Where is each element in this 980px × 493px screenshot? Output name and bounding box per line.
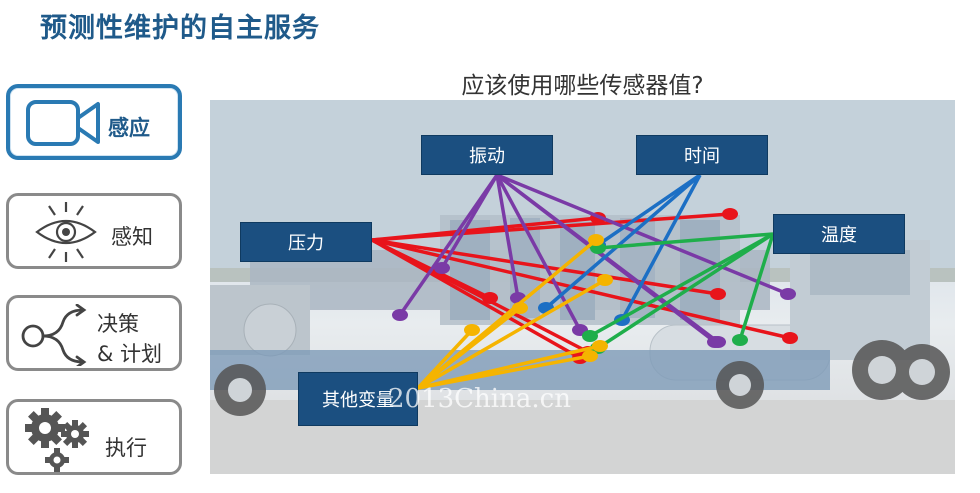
sidebar-item-label-line1: 决策 [97, 312, 139, 336]
other-variable-link-endpoint [592, 340, 608, 352]
pressure-link-endpoint [782, 332, 798, 344]
other-variable-link [416, 306, 522, 390]
vibration-link-endpoint [780, 288, 796, 300]
gears-icon [25, 408, 89, 472]
diagram-title: 应该使用哪些传感器值? [461, 73, 704, 99]
time-link [597, 173, 701, 247]
other-variable-link-endpoint [464, 324, 480, 336]
page-title: 预测性维护的自主服务 [40, 13, 320, 44]
vibration-link [495, 173, 717, 344]
pressure-link [371, 212, 731, 242]
sidebar-item-sensing[interactable]: 感应 [6, 84, 182, 160]
other-variable-link-endpoint [582, 350, 598, 362]
other-variable-link [416, 328, 474, 390]
other-variable-link [417, 278, 606, 390]
camera-icon [26, 100, 100, 146]
temperature-link [597, 232, 774, 350]
other-variable-link-endpoint [597, 274, 613, 286]
other-variable-link-endpoint [588, 234, 604, 246]
vibration-link-endpoint [434, 262, 450, 274]
vibration-link-endpoint [707, 336, 723, 348]
other-variable-link [417, 354, 591, 390]
sidebar-item-label: 感应 [108, 116, 150, 140]
sidebar-item-label-line2: & 计划 [97, 342, 163, 366]
node-temperature: 温度 [773, 214, 905, 254]
vibration-link [440, 174, 499, 269]
time-link [620, 174, 702, 321]
vibration-link-endpoint [392, 309, 408, 321]
temperature-link [589, 232, 774, 338]
eye-icon [35, 202, 97, 262]
vibration-link [495, 174, 520, 299]
pressure-link-endpoint [722, 208, 738, 220]
sidebar-item-execution[interactable]: 执行 [6, 399, 182, 475]
other-variable-link-endpoint [512, 302, 528, 314]
time-link [544, 173, 702, 310]
watermark: 2013China.cn [388, 384, 571, 414]
temperature-link [738, 233, 775, 341]
pressure-link-endpoint [710, 288, 726, 300]
temperature-link-endpoint [732, 334, 748, 346]
node-time: 时间 [636, 135, 768, 175]
sidebar-item-perception[interactable]: 感知 [6, 193, 182, 269]
sidebar-item-label: 感知 [111, 225, 153, 249]
branch-icon [21, 304, 87, 366]
temperature-link-endpoint [582, 330, 598, 342]
vibration-link [496, 173, 789, 296]
node-vibration: 振动 [421, 135, 553, 175]
temperature-link [597, 232, 774, 250]
sidebar-item-label: 执行 [105, 436, 147, 460]
truck-photo: 振动 时间 压力 温度 其他变量 2013China.cn [210, 100, 955, 474]
pressure-link [371, 238, 581, 360]
vibration-link [398, 174, 499, 316]
node-other-variables: 其他变量 [298, 372, 418, 426]
node-pressure: 压力 [240, 222, 372, 262]
sidebar-item-decision-planning[interactable]: 决策 & 计划 [6, 295, 182, 371]
